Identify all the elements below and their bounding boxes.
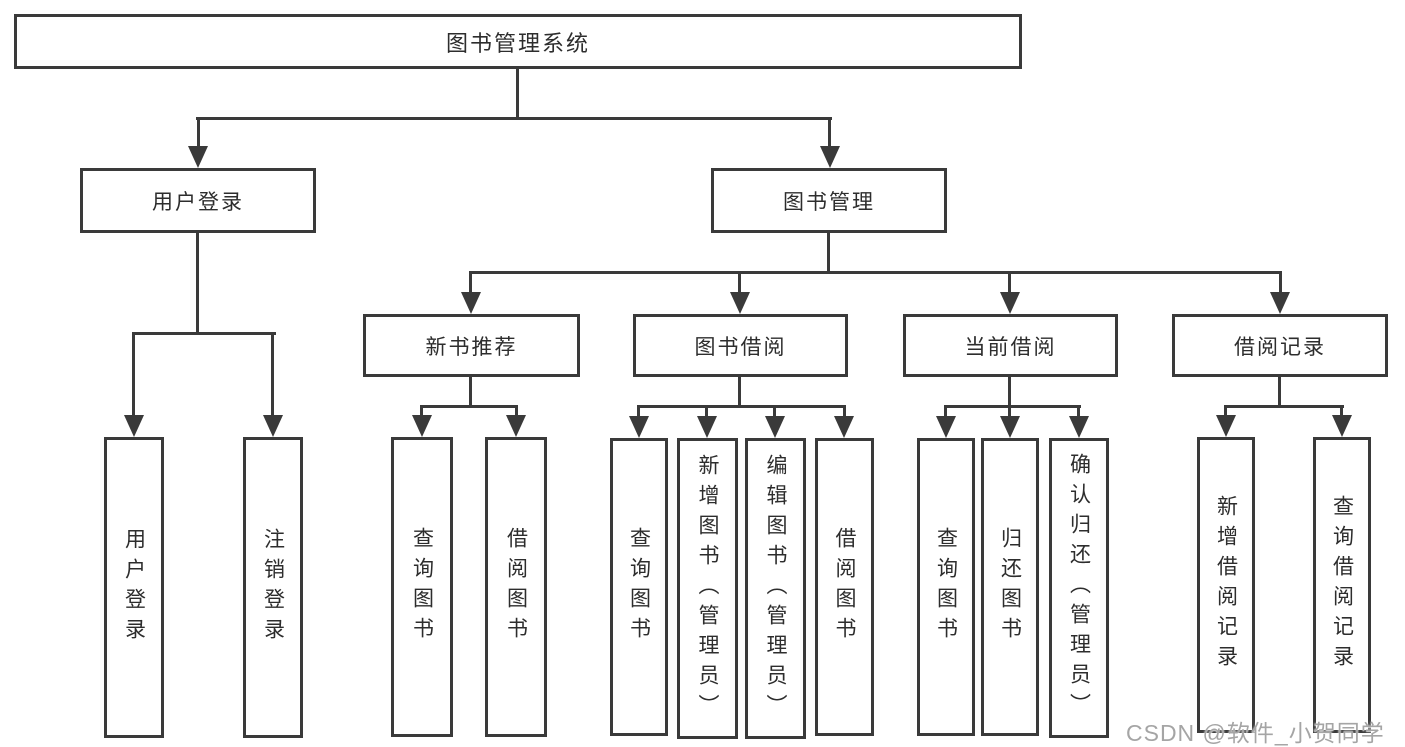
node-query-borrow-record: 查询借阅记录 bbox=[1313, 437, 1371, 733]
connector-line bbox=[469, 377, 472, 408]
node-borrow-books: 借阅图书 bbox=[485, 437, 547, 737]
connector-arrowhead bbox=[1069, 416, 1089, 438]
node-query-books: 查询图书 bbox=[391, 437, 453, 737]
node-label: 用户登录 bbox=[152, 190, 244, 214]
node-label: 借阅记录 bbox=[1234, 335, 1326, 359]
node-return-book: 归还图书 bbox=[981, 438, 1039, 736]
node-label: 借阅图书 bbox=[504, 527, 528, 647]
node-label: 图书管理 bbox=[783, 190, 875, 214]
connector-arrowhead bbox=[412, 415, 432, 437]
connector-line bbox=[196, 117, 832, 120]
connector-line bbox=[1340, 405, 1343, 419]
connector-line bbox=[1077, 405, 1080, 419]
connector-line bbox=[637, 405, 640, 419]
connector-arrowhead bbox=[1270, 292, 1290, 314]
connector-arrowhead bbox=[263, 415, 283, 437]
node-logout: 注销登录 bbox=[243, 437, 303, 738]
connector-line bbox=[1278, 377, 1281, 408]
node-label: 当前借阅 bbox=[964, 335, 1057, 359]
connector-line bbox=[1008, 271, 1011, 296]
connector-arrowhead bbox=[1000, 292, 1020, 314]
node-label: 查询借阅记录 bbox=[1330, 495, 1354, 675]
connector-arrowhead bbox=[461, 292, 481, 314]
connector-line bbox=[469, 271, 1282, 274]
node-label: 查询图书 bbox=[934, 527, 958, 647]
connector-arrowhead bbox=[1000, 416, 1020, 438]
connector-line bbox=[515, 405, 518, 419]
connector-line bbox=[773, 405, 776, 419]
connector-line bbox=[637, 405, 846, 408]
connector-arrowhead bbox=[506, 415, 526, 437]
connector-arrowhead bbox=[730, 292, 750, 314]
connector-line bbox=[420, 405, 518, 408]
node-label: 用户登录 bbox=[122, 527, 146, 648]
node-label: 新书推荐 bbox=[425, 335, 518, 359]
connector-line bbox=[271, 332, 274, 418]
connector-arrowhead bbox=[834, 416, 854, 438]
connector-line bbox=[827, 233, 830, 274]
node-label: 新增图书（管理员） bbox=[696, 453, 719, 724]
connector-arrowhead bbox=[765, 416, 785, 438]
connector-line bbox=[738, 377, 741, 408]
connector-line bbox=[132, 332, 135, 418]
node-confirm-return-admin: 确认归还（管理员） bbox=[1049, 438, 1109, 738]
node-label: 查询图书 bbox=[627, 527, 651, 647]
node-label: 查询图书 bbox=[410, 527, 434, 647]
node-library-management-system: 图书管理系统 bbox=[14, 14, 1022, 69]
connector-line bbox=[705, 405, 708, 419]
connector-arrowhead bbox=[697, 416, 717, 438]
node-label: 借阅图书 bbox=[833, 527, 856, 647]
node-query-books: 查询图书 bbox=[917, 438, 975, 736]
node-label: 新增借阅记录 bbox=[1214, 495, 1238, 675]
connector-arrowhead bbox=[1216, 415, 1236, 437]
connector-line bbox=[196, 233, 199, 335]
csdn-watermark: CSDN @软件_小贺同学 bbox=[1126, 720, 1385, 746]
connector-line bbox=[1008, 405, 1011, 419]
connector-arrowhead bbox=[936, 416, 956, 438]
connector-line bbox=[197, 117, 200, 150]
connector-line bbox=[516, 69, 519, 120]
connector-arrowhead bbox=[820, 146, 840, 168]
connector-arrowhead bbox=[1332, 415, 1352, 437]
node-label: 图书管理系统 bbox=[445, 30, 590, 56]
node-label: 注销登录 bbox=[261, 527, 285, 648]
node-edit-book-admin: 编辑图书（管理员） bbox=[745, 438, 806, 739]
connector-arrowhead bbox=[629, 416, 649, 438]
node-label: 图书借阅 bbox=[694, 335, 787, 359]
connector-line bbox=[1279, 271, 1282, 296]
connector-line bbox=[469, 271, 472, 296]
node-book-borrowing: 图书借阅 bbox=[633, 314, 848, 377]
node-label: 确认归还（管理员） bbox=[1067, 453, 1091, 723]
node-add-borrow-record: 新增借阅记录 bbox=[1197, 437, 1255, 733]
node-current-borrowing: 当前借阅 bbox=[903, 314, 1118, 377]
connector-line bbox=[420, 405, 423, 419]
node-user-login: 用户登录 bbox=[80, 168, 316, 233]
node-user-login-leaf: 用户登录 bbox=[104, 437, 164, 738]
connector-line bbox=[738, 271, 741, 296]
connector-line bbox=[944, 405, 947, 419]
connector-line bbox=[1224, 405, 1227, 419]
connector-line bbox=[843, 405, 846, 419]
node-borrowing-records: 借阅记录 bbox=[1172, 314, 1388, 377]
node-query-books: 查询图书 bbox=[610, 438, 668, 736]
node-book-management: 图书管理 bbox=[711, 168, 947, 233]
connector-line bbox=[132, 332, 276, 335]
connector-line bbox=[1008, 377, 1011, 408]
connector-line bbox=[1224, 405, 1344, 408]
node-label: 编辑图书（管理员） bbox=[764, 453, 787, 724]
connector-arrowhead bbox=[124, 415, 144, 437]
node-borrow-books: 借阅图书 bbox=[815, 438, 874, 736]
node-label: 归还图书 bbox=[998, 527, 1022, 647]
node-add-book-admin: 新增图书（管理员） bbox=[677, 438, 738, 739]
node-new-book-recommendation: 新书推荐 bbox=[363, 314, 580, 377]
connector-arrowhead bbox=[188, 146, 208, 168]
connector-line bbox=[828, 117, 831, 150]
connector-line bbox=[944, 405, 1081, 408]
